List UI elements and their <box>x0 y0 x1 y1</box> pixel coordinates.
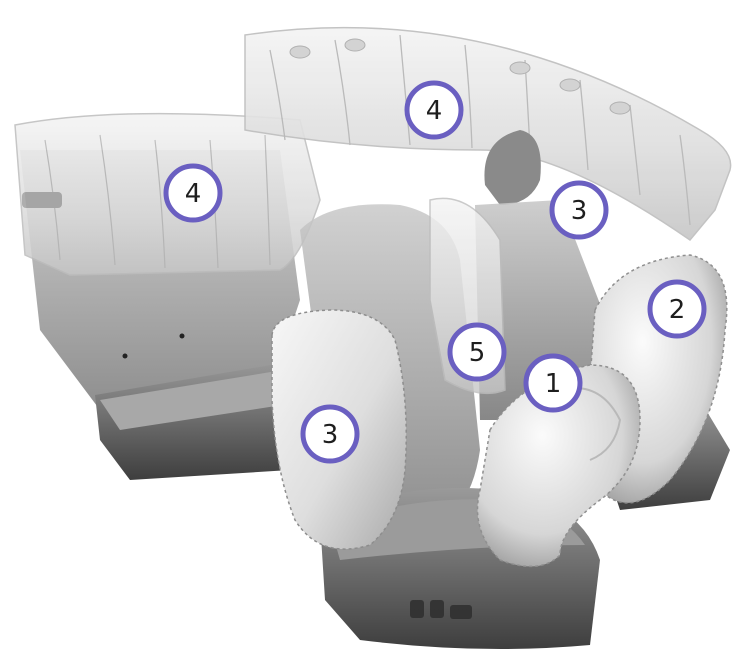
callout-4-left-label: 4 <box>185 179 202 209</box>
callout-1-label: 1 <box>545 369 562 399</box>
callout-4-left: 4 <box>166 166 220 220</box>
callout-1: 1 <box>526 356 580 410</box>
callout-3-front-label: 3 <box>322 420 339 450</box>
callout-2: 2 <box>650 282 704 336</box>
callout-3-right: 3 <box>552 183 606 237</box>
callout-3-right-label: 3 <box>571 196 588 226</box>
callout-3-front: 3 <box>303 407 357 461</box>
callout-4-top: 4 <box>407 83 461 137</box>
seat-belt-anchor <box>180 334 185 339</box>
callout-2-label: 2 <box>669 295 686 325</box>
callout-4-top-label: 4 <box>426 96 443 126</box>
seat-belt-anchor <box>123 354 128 359</box>
headrest-rear-left <box>22 192 62 208</box>
callout-5-label: 5 <box>469 338 486 368</box>
callout-5: 5 <box>450 325 504 379</box>
